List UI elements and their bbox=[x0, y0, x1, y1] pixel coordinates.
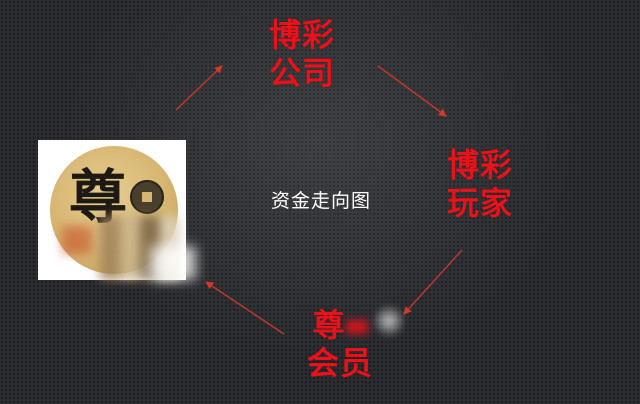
arrow-player-to-member bbox=[403, 249, 463, 315]
arrow-company-to-player bbox=[377, 65, 447, 117]
node-player-line-1: 博彩 bbox=[446, 146, 513, 184]
node-company-line-2: 公司 bbox=[268, 54, 335, 92]
arrow-member-to-logo bbox=[205, 281, 285, 335]
node-gambling-player: 博彩 玩家 bbox=[440, 146, 520, 222]
censor-white-blur bbox=[150, 246, 196, 280]
node-player-line-2: 玩家 bbox=[446, 184, 513, 222]
pixelated-censor-2 bbox=[62, 226, 92, 254]
arrow-logo-to-company bbox=[175, 65, 223, 111]
censor-blur-glow bbox=[372, 304, 406, 338]
diagram-title: 资金走向图 bbox=[270, 190, 371, 212]
node-member: 尊 会员 bbox=[290, 306, 390, 382]
node-company-line-1: 博彩 bbox=[268, 16, 335, 54]
node-member-line-1: 尊 bbox=[290, 306, 390, 344]
node-member-line-2: 会员 bbox=[306, 344, 373, 382]
node-gambling-company: 博彩 公司 bbox=[262, 16, 342, 92]
censor-blur bbox=[345, 320, 368, 334]
coin-icon bbox=[130, 180, 164, 214]
